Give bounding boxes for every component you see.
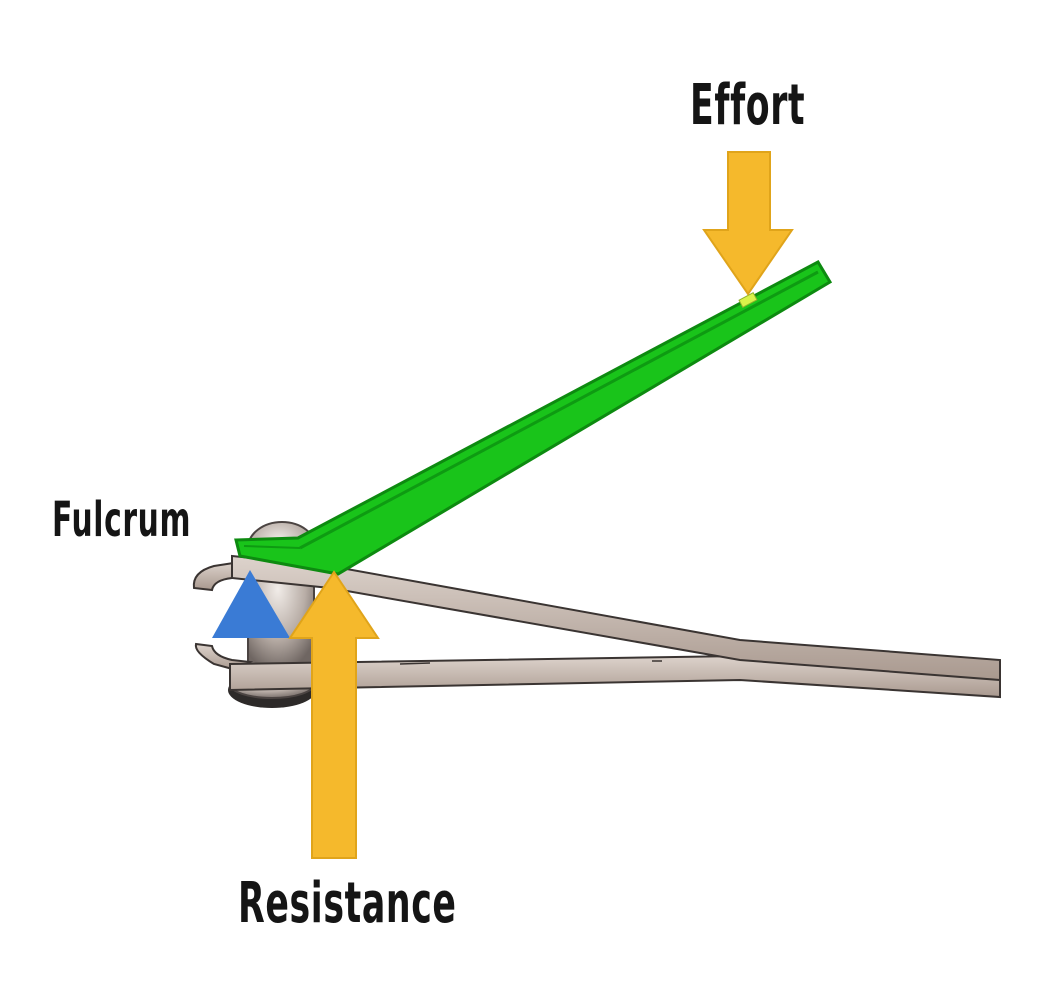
resistance-arrow bbox=[288, 570, 380, 859]
effort-label: Effort bbox=[690, 73, 806, 138]
lever-arm bbox=[234, 260, 833, 576]
fulcrum-label: Fulcrum bbox=[52, 492, 192, 548]
effort-arrow bbox=[702, 151, 794, 296]
fulcrum-triangle bbox=[212, 570, 290, 638]
clipper-upper-arm bbox=[231, 554, 1001, 682]
resistance-label: Resistance bbox=[238, 871, 457, 936]
